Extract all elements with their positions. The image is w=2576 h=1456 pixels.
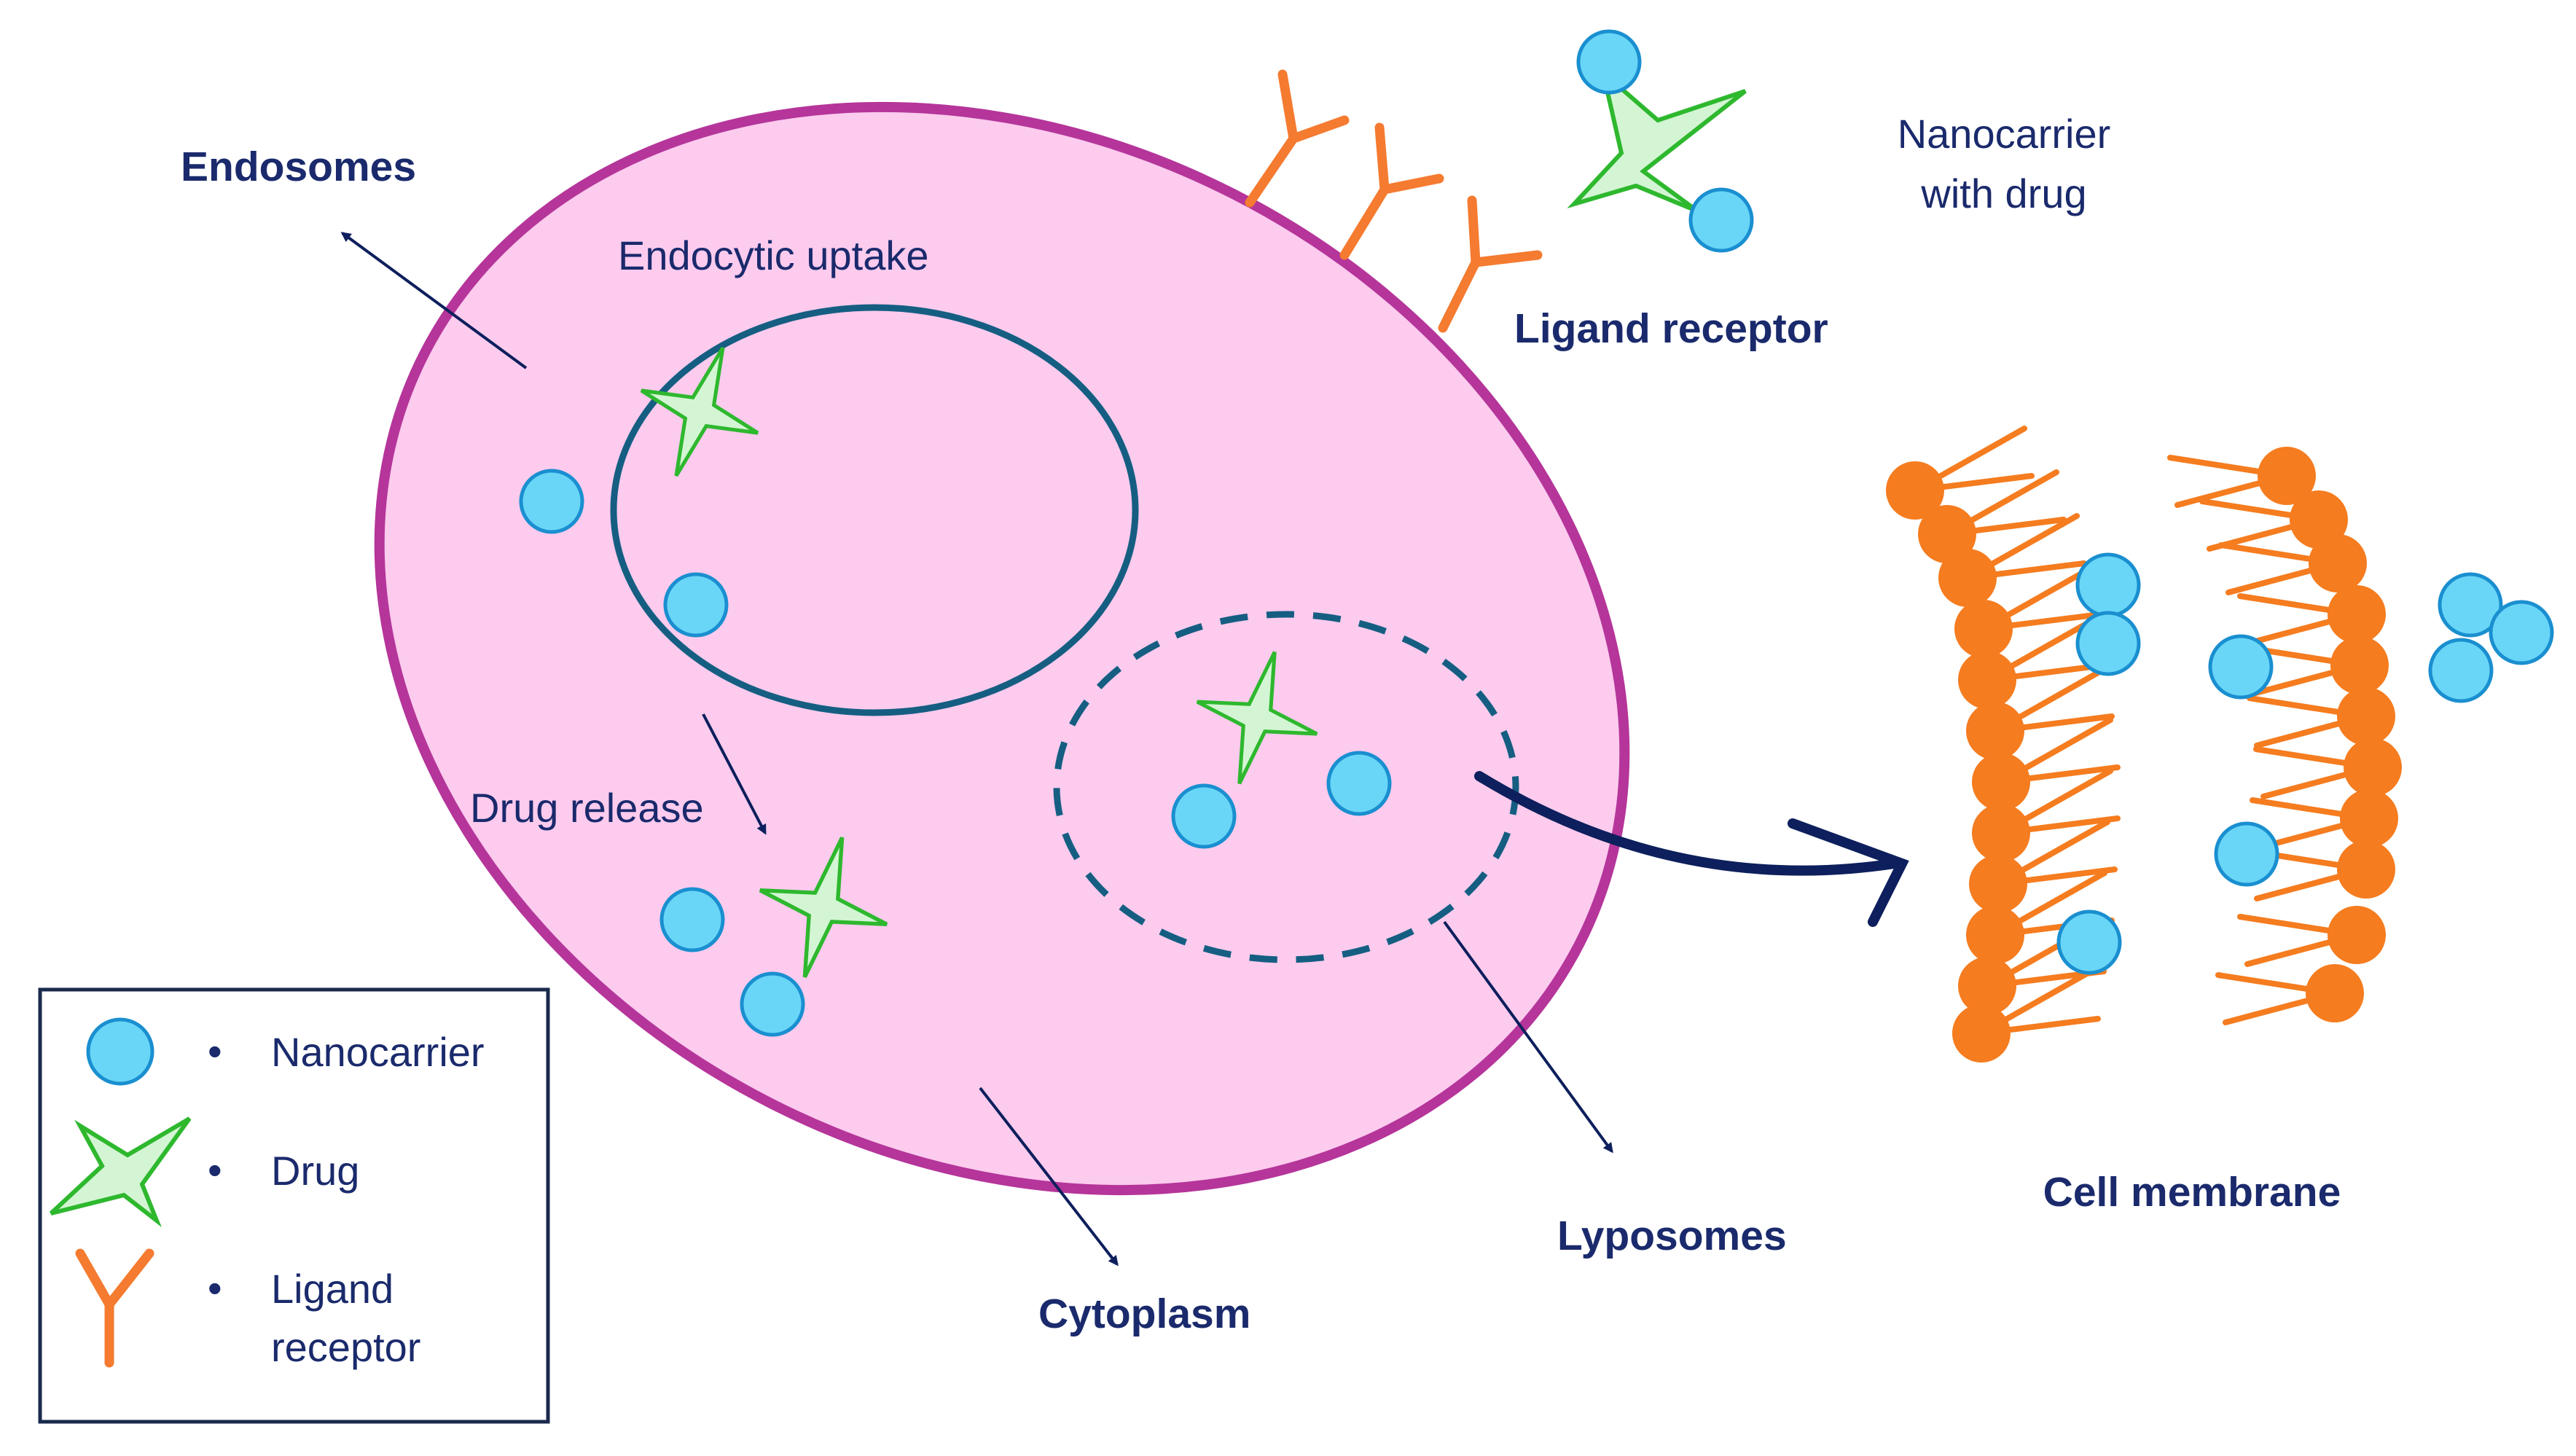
legend-ligand-label-line2: receptor [271, 1324, 420, 1370]
lipid-head [1966, 702, 2024, 760]
cytoplasm-pointer-arrow [979, 1087, 1119, 1267]
lipid-head [1938, 549, 1997, 607]
legend-nanocarrier-icon [86, 1017, 154, 1086]
label-nanocarrier-with-drug-line2: with drug [1920, 171, 2086, 216]
nanocarrier-with-drug-icon [1567, 29, 1754, 253]
lipid-head [2258, 447, 2316, 505]
to-membrane-arrow [1474, 771, 1909, 927]
lipid-head [1886, 461, 1944, 520]
legend-drug-label: Drug [271, 1148, 359, 1194]
legend-bullet: • [208, 1028, 222, 1074]
nanocarrier-icon [519, 469, 584, 534]
pointer-arrows [340, 232, 1613, 1267]
endosomes-pointer-arrow [340, 232, 528, 369]
ligand-receptors [1245, 69, 1543, 333]
lipid-head [1972, 804, 2030, 862]
lipid-head [2344, 738, 2402, 797]
nanocarrier-icon [740, 971, 805, 1037]
lipid-head [1972, 753, 2030, 811]
lipid-head [2330, 636, 2389, 694]
legend-nanocarrier-label: Nanocarrier [271, 1029, 485, 1075]
lipid-head [1954, 600, 2013, 658]
lipid-head [2337, 687, 2395, 745]
nanocarrier-icon [2056, 909, 2122, 975]
nanocarrier-icon [663, 572, 729, 638]
lipid-head [1966, 906, 2024, 964]
nanocarrier-icon [659, 887, 725, 952]
ligand-receptor-icon [1438, 195, 1543, 333]
lyposomes-pointer-arrow [1443, 920, 1613, 1154]
cell-membrane-bilayer [1886, 426, 2402, 1062]
lyposome-vesicle [1053, 611, 1519, 963]
label-drug-release: Drug release [470, 785, 704, 831]
lipid-head [1958, 957, 2016, 1015]
label-endocytic-uptake: Endocytic uptake [618, 232, 928, 278]
lipid-head [1958, 651, 2016, 709]
label-endosomes: Endosomes [181, 144, 416, 190]
endosome-vesicle [610, 304, 1139, 716]
lipid-head [1952, 1004, 2011, 1062]
ligand-receptor-icon [1245, 69, 1350, 208]
nanocarrier-icon [2208, 634, 2274, 700]
lipid-head [1969, 855, 2027, 913]
nanocarrier-icon [2075, 552, 2141, 618]
label-nanocarrier-with-drug-line1: Nanocarrier [1898, 111, 2111, 157]
legend-bullet: • [208, 1265, 222, 1311]
legend: • Nanocarrier • Drug • Ligand receptor [38, 987, 550, 1424]
nanocarrier-icon [2075, 611, 2141, 676]
lipid-head [2328, 906, 2386, 964]
ligand-receptor-icon [1339, 122, 1444, 260]
legend-ligand-label-line1: Ligand [271, 1266, 394, 1312]
legend-drug-icon [49, 1116, 192, 1228]
label-cell-membrane: Cell membrane [2043, 1169, 2341, 1216]
nanocarrier-icon [2214, 821, 2279, 887]
nanocarrier-icon [2438, 572, 2503, 638]
lipid-head [2309, 534, 2367, 592]
drug-release-arrow [702, 713, 767, 835]
nanocarrier-icon [2428, 638, 2494, 703]
lipid-head [2337, 840, 2395, 899]
lipid-head [1918, 505, 1976, 563]
lipid-head [2306, 964, 2364, 1022]
lipid-head [2328, 585, 2386, 643]
lipid-head [2340, 789, 2398, 848]
lipid-head [2290, 490, 2348, 549]
label-lyposomes: Lyposomes [1557, 1213, 1787, 1259]
nanocarrier-icon [2489, 600, 2554, 665]
legend-ligand-receptor-icon [75, 1248, 154, 1368]
label-cytoplasm: Cytoplasm [1038, 1291, 1250, 1337]
nanocarrier-icon [1326, 751, 1392, 816]
label-ligand-receptor: Ligand receptor [1514, 305, 1828, 352]
legend-bullet: • [208, 1147, 222, 1193]
nanocarrier-icon [1171, 783, 1237, 849]
